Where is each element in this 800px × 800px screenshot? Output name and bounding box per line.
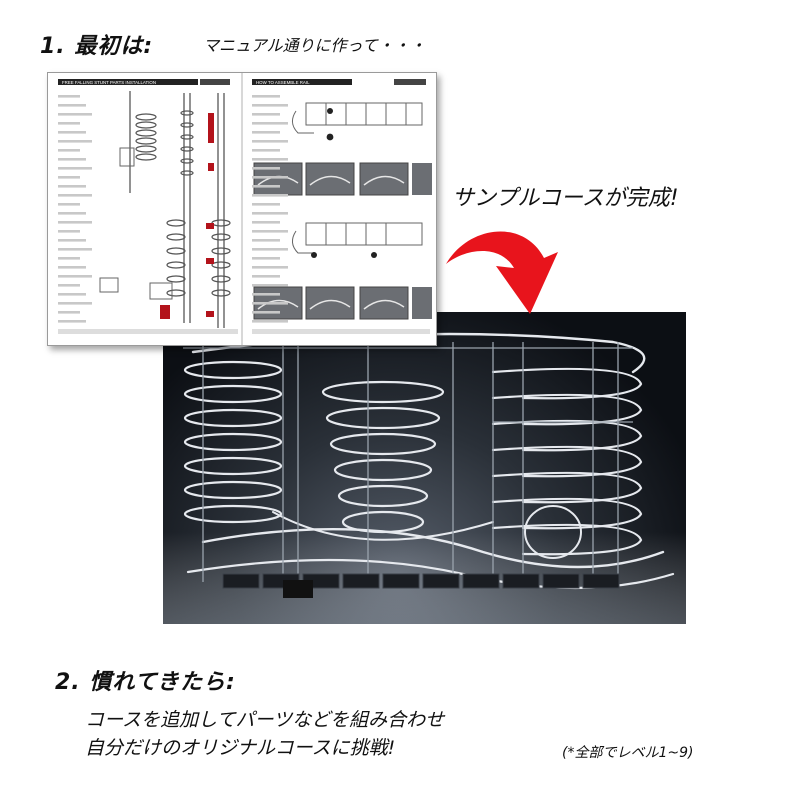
level-note: (*全部でレベル1~9) <box>562 745 694 761</box>
step1-subtitle: マニュアル通りに作って・・・ <box>203 36 426 55</box>
curved-arrow-icon <box>446 231 558 314</box>
step2-description: コースを追加してパーツなどを組み合わせ 自分だけのオリジナルコースに挑戦! <box>85 706 444 762</box>
course-photo <box>163 312 686 624</box>
step2-line-2: 自分だけのオリジナルコースに挑戦! <box>85 737 396 759</box>
rail-course-illustration <box>163 332 686 624</box>
manual-pages: FREE FALLING STUNT PARTS INSTALLATION HO… <box>58 73 432 345</box>
manual-right-header: HOW TO ASSEMBLE RAIL <box>256 80 310 85</box>
step1-title: 1. 最初は: <box>40 34 154 59</box>
manual-sheet: FREE FALLING STUNT PARTS INSTALLATION HO… <box>47 72 437 346</box>
complete-caption: サンプルコースが完成! <box>452 186 679 211</box>
step2-title: 2. 慣れてきたら: <box>55 670 236 695</box>
step2-line-1: コースを追加してパーツなどを組み合わせ <box>85 709 445 731</box>
manual-left-header: FREE FALLING STUNT PARTS INSTALLATION <box>62 80 156 85</box>
